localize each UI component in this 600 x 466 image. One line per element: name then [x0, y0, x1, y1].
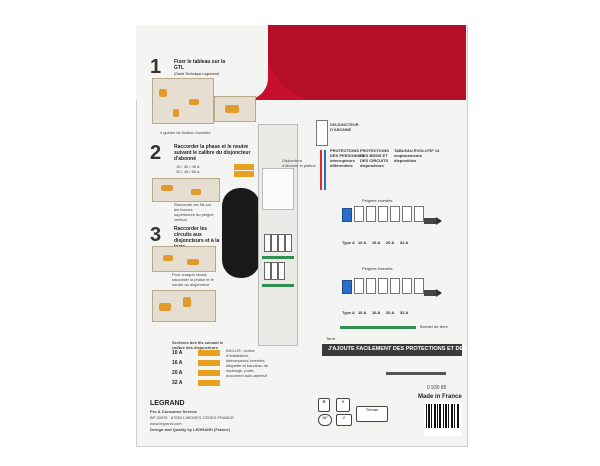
amp-label: 20 A: [386, 240, 395, 245]
amp-label: 10 A: [358, 310, 367, 315]
carry-handle: [222, 188, 260, 278]
main-breaker-unit: [262, 168, 294, 210]
step-2-calibre-badge-2: [234, 171, 254, 177]
add-protections-banner: J'AJOUTE FACILEMENT DES PROTECTIONS ET D…: [322, 344, 505, 356]
amp-label: 20 A: [386, 310, 395, 315]
breaker-module: [390, 206, 400, 222]
breaker-module: [366, 278, 376, 294]
step-1-sub: (Gaine Technique Logement): [174, 72, 220, 76]
calibre-amp-2: 16 A: [172, 360, 183, 366]
nf-mark-icon: NF: [318, 414, 332, 426]
step-1-illustration: [152, 78, 214, 124]
breaker-module: [378, 278, 388, 294]
amp-label: 16 A: [372, 240, 381, 245]
expansion-arrow-bar: [424, 290, 436, 296]
calibre-section-badge-4: [198, 380, 220, 386]
differential-switch: [342, 280, 352, 294]
column-label-3: TABLEAU ÉVOLUTIF 14 emplacements disponi…: [394, 148, 440, 163]
panel-breaker: [271, 262, 278, 280]
amp-label: 32 A: [400, 240, 409, 245]
peigne-label-bottom: Peignes inventés: [362, 266, 393, 271]
breaker-module: [366, 206, 376, 222]
calibre-amp-1: 10 A: [172, 350, 183, 356]
breaker-module: [354, 278, 364, 294]
sorting-info-icon: Triman: [356, 406, 388, 422]
type-label-bottom: Type A: [342, 310, 355, 315]
calibre-amp-4: 32 A: [172, 380, 183, 386]
disjoncteur-label: DISJONCTEUR D'ABONNÉ: [330, 122, 359, 132]
step-3-illustration: [152, 246, 216, 272]
panel-breaker: [278, 234, 285, 252]
step-3-illustration-2: [152, 290, 216, 322]
amp-label: 10 A: [358, 240, 367, 245]
recycling-icon: ♻: [318, 398, 330, 412]
barcode: [424, 402, 462, 436]
step-1-caption: 4 guides de fixation inventés: [160, 130, 211, 135]
panel-rail: [262, 256, 294, 259]
calibre-section-badge-2: [198, 360, 220, 366]
panel-label: Disjoncteur d'abonné et platine: [282, 158, 316, 168]
banner-text: J'AJOUTE FACILEMENT DES PROTECTIONS ET D…: [328, 346, 506, 352]
step-2-sub: Raccorder les fils sur les bornes supéri…: [174, 202, 214, 222]
made-in-label: Made in France: [418, 394, 462, 400]
type-label-top: Type A: [342, 240, 355, 245]
step-3-sub: Pour chaque circuit, raccorder la phase …: [172, 272, 214, 287]
legrand-web: www.legrand.com: [150, 421, 182, 426]
step-3-number: 3: [150, 224, 162, 246]
weee-bin-icon: ✕: [336, 398, 350, 412]
legrand-design: Design and Quality by LEGRAND (France): [150, 427, 230, 432]
panel-breaker: [285, 234, 292, 252]
calibre-amp-3: 20 A: [172, 370, 183, 376]
amp-label: 16 A: [372, 310, 381, 315]
product-reference: 0 930 85: [427, 385, 447, 391]
expansion-arrow-icon: [436, 289, 442, 297]
expansion-arrow-bar: [424, 218, 436, 224]
amp-label: 32 A: [400, 310, 409, 315]
step-2-illustration: [152, 178, 220, 202]
bornier-label: Bornier de terre: [420, 324, 448, 329]
step-1-number: 1: [150, 56, 162, 78]
panel-breaker: [264, 234, 271, 252]
terre-label: Terre: [326, 336, 336, 341]
panel-breaker: [278, 262, 285, 280]
breaker-module: [354, 206, 364, 222]
step-2-text: Raccorder la phase et le neutre suivant …: [174, 144, 251, 162]
calibre-section-badge-3: [198, 370, 220, 376]
phase-wire: [320, 150, 322, 190]
panel-breaker: [264, 262, 271, 280]
peigne-strip: [386, 372, 446, 375]
differential-switch: [342, 208, 352, 222]
calibre-title: Sections des fils suivant le calibre des…: [172, 340, 224, 350]
breaker-module: [378, 206, 388, 222]
neutral-wire: [324, 150, 326, 190]
step-2-calibre-badge-1: [234, 164, 254, 170]
inclus-text: INCLUS : notice d'installation, détrompe…: [226, 348, 269, 378]
breaker-module: [390, 278, 400, 294]
step-1-text: Fixer le tableau sur la GTL: [174, 59, 226, 71]
legrand-service: Pro & Consumer Service: [150, 409, 197, 414]
column-label-2: PROTECTIONS DES BIENS ET DES CIRCUITS di…: [360, 148, 389, 168]
disjoncteur-unit: [316, 120, 328, 146]
step-2-number: 2: [150, 142, 162, 164]
panel-breaker: [271, 234, 278, 252]
panel-rail: [262, 284, 294, 287]
expansion-arrow-icon: [436, 217, 442, 225]
breaker-module: [402, 278, 412, 294]
breaker-module: [402, 206, 412, 222]
breaker-module: [414, 206, 424, 222]
breaker-module: [414, 278, 424, 294]
box-red-flap-fold: [268, 25, 466, 100]
step-1-detail: [214, 96, 256, 122]
peigne-label-top: Peignes inventés: [362, 198, 393, 203]
warranty-icon: 2: [336, 414, 352, 426]
calibre-section-badge-1: [198, 350, 220, 356]
legrand-address: BP 30076 · 87002 LIMOGES CEDEX FRANCE: [150, 415, 234, 420]
legrand-logo: LEGRAND: [150, 400, 185, 407]
earth-bar: [340, 326, 416, 329]
column-label-1: PROTECTIONS DES PERSONNES interrupteurs …: [330, 148, 365, 168]
